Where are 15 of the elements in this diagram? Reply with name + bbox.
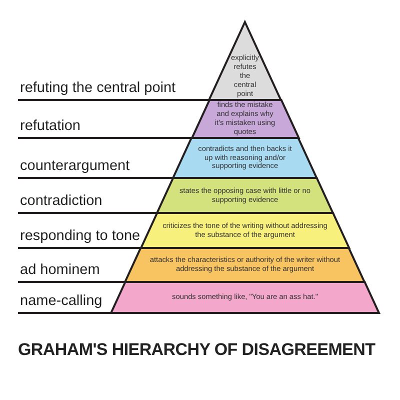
pyramid-band — [209, 22, 281, 100]
level-name: responding to tone — [20, 228, 140, 244]
pyramid-band — [140, 213, 350, 248]
pyramid-band — [157, 178, 333, 213]
pyramid-band — [173, 138, 317, 178]
level-name: ad hominem — [20, 262, 100, 278]
level-name: name-calling — [20, 293, 102, 309]
pyramid-band — [192, 100, 298, 138]
level-name: contradiction — [20, 193, 102, 209]
title: GRAHAM'S HIERARCHY OF DISAGREEMENT — [18, 340, 376, 360]
pyramid-band — [111, 282, 379, 313]
level-name: refuting the central point — [20, 80, 176, 96]
level-name: counterargument — [20, 158, 130, 174]
level-name: refutation — [20, 118, 80, 134]
pyramid-band — [125, 248, 365, 282]
